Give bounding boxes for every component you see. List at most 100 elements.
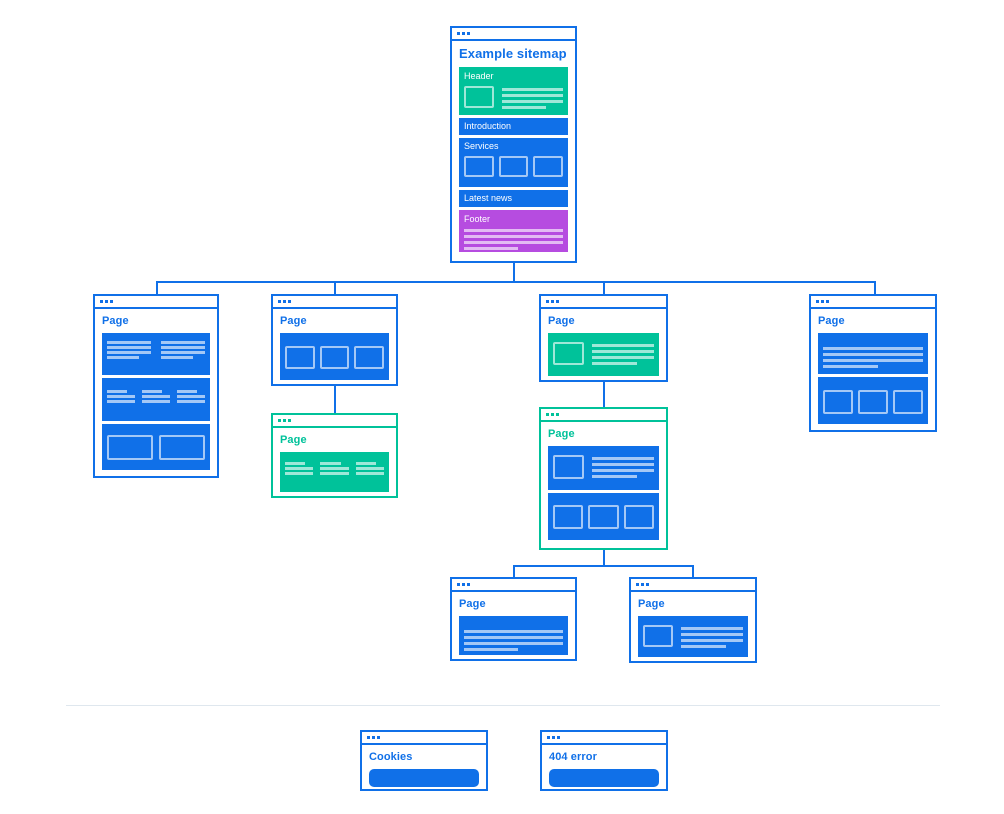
card-titlebar — [273, 296, 396, 309]
text-line — [592, 350, 654, 353]
text-line — [285, 462, 306, 465]
content-box — [623, 505, 654, 529]
text-lines — [355, 462, 384, 475]
window-dot-icon — [551, 413, 554, 416]
content-block — [548, 493, 659, 540]
text-line — [592, 362, 637, 365]
text-line — [355, 467, 384, 470]
window-dot-icon — [556, 413, 559, 416]
text-line — [107, 395, 135, 398]
text-line — [592, 475, 637, 478]
card-page-col1[interactable]: Page — [93, 294, 219, 478]
text-line — [464, 229, 563, 232]
text-line — [464, 648, 519, 651]
card-body: Page — [541, 422, 666, 547]
text-line — [681, 645, 726, 648]
card-body: Page — [541, 309, 666, 383]
card-body: Example sitemap Header Introduction — [452, 41, 575, 259]
card-body: Page — [811, 309, 935, 431]
text-line — [107, 351, 151, 354]
card-boxes — [285, 346, 385, 369]
text-line — [464, 636, 563, 639]
window-dot-icon — [547, 736, 550, 739]
content-block — [459, 616, 568, 655]
text-line — [681, 627, 743, 630]
content-block — [818, 377, 928, 424]
window-dot-icon — [462, 32, 465, 35]
text-line — [592, 457, 654, 460]
text-lines — [823, 347, 923, 368]
page-title: Page — [638, 598, 665, 610]
text-line — [320, 472, 349, 475]
content-block — [280, 452, 389, 492]
text-lines — [177, 390, 205, 403]
text-line — [355, 472, 384, 475]
card-page-col4[interactable]: Page — [809, 294, 937, 432]
three-column-text — [107, 390, 205, 403]
page-title: Page — [818, 315, 845, 327]
card-page-grandchild-right[interactable]: Page — [629, 577, 757, 663]
card-page-grandchild-left[interactable]: Page — [450, 577, 577, 661]
text-line — [177, 400, 205, 403]
text-line — [161, 346, 205, 349]
card-titlebar — [541, 409, 666, 422]
text-line — [502, 100, 563, 103]
media-row — [464, 86, 563, 109]
content-block — [102, 378, 210, 421]
card-page-col2[interactable]: Page — [271, 294, 398, 386]
text-line — [107, 341, 151, 344]
content-block — [280, 333, 389, 380]
text-line — [142, 390, 163, 393]
text-line — [823, 365, 878, 368]
text-line — [107, 390, 128, 393]
card-404-error[interactable]: 404 error — [540, 730, 668, 791]
window-dot-icon — [467, 583, 470, 586]
page-title: Example sitemap — [459, 46, 567, 61]
text-lines — [502, 86, 563, 109]
text-line — [320, 462, 341, 465]
text-line — [681, 633, 743, 636]
window-dot-icon — [278, 419, 281, 422]
section-label: Services — [464, 141, 499, 151]
window-dot-icon — [288, 419, 291, 422]
card-page-col2-child[interactable]: Page — [271, 413, 398, 498]
service-boxes — [464, 156, 564, 177]
content-box — [285, 346, 315, 369]
card-titlebar — [452, 579, 575, 592]
page-title: 404 error — [549, 751, 597, 763]
page-title: Cookies — [369, 751, 413, 763]
text-line — [161, 351, 205, 354]
window-dot-icon — [552, 736, 555, 739]
card-page-col3[interactable]: Page — [539, 294, 668, 382]
section-label: Introduction — [464, 121, 512, 131]
text-line — [502, 94, 563, 97]
window-dot-icon — [372, 736, 375, 739]
text-line — [464, 247, 519, 250]
text-line — [177, 395, 205, 398]
card-body: Page — [95, 309, 217, 477]
text-line — [464, 235, 563, 238]
window-dot-icon — [546, 413, 549, 416]
service-box — [533, 156, 564, 177]
card-example-sitemap[interactable]: Example sitemap Header Introduction — [450, 26, 577, 263]
connector-to-grandchild-right — [692, 565, 694, 577]
text-line — [592, 469, 654, 472]
window-dot-icon — [283, 419, 286, 422]
card-body: 404 error — [542, 745, 666, 794]
window-dot-icon — [377, 736, 380, 739]
window-dot-icon — [110, 300, 113, 303]
content-box — [858, 390, 888, 414]
text-line — [592, 463, 654, 466]
text-line — [681, 639, 743, 642]
card-cookies[interactable]: Cookies — [360, 730, 488, 791]
connector-to-col1 — [156, 281, 158, 294]
connector-col2-child — [334, 386, 336, 413]
card-body: Cookies — [362, 745, 486, 794]
card-body: Page — [273, 428, 396, 499]
connector-to-col4 — [874, 281, 876, 294]
page-title: Page — [548, 315, 575, 327]
card-page-col3-child[interactable]: Page — [539, 407, 668, 550]
media-row — [553, 455, 654, 479]
section-label: Footer — [464, 214, 491, 224]
